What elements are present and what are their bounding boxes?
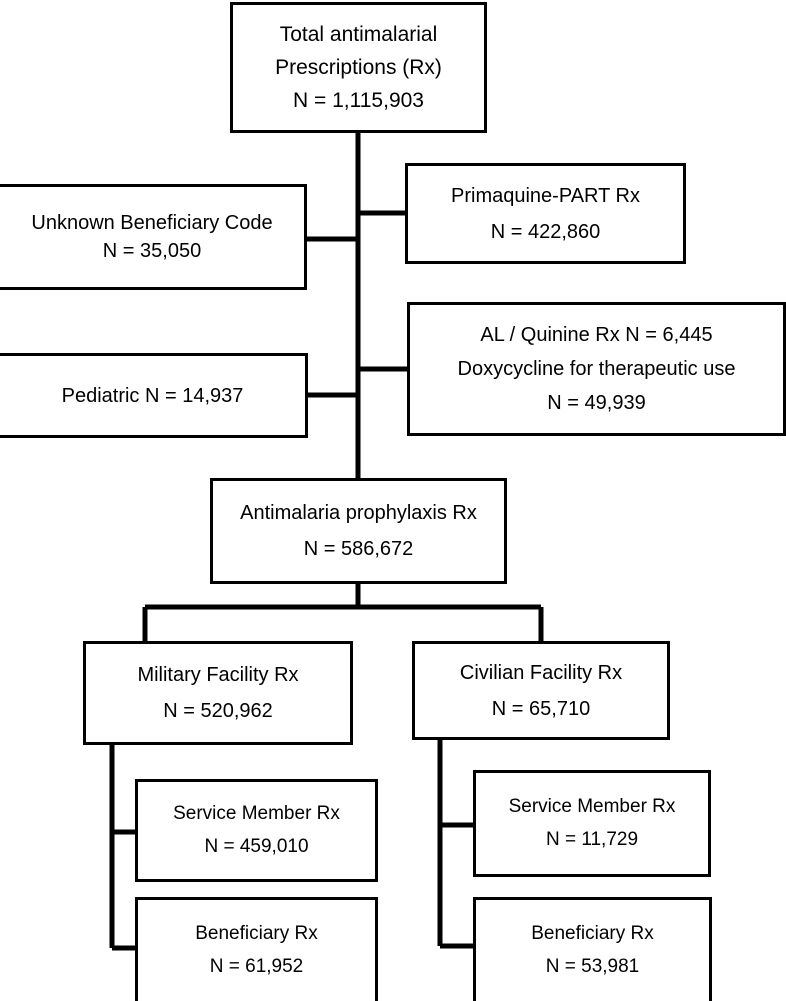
civilian-beneficiary-rx-box: Beneficiary Rx N = 53,981 [473, 897, 712, 1001]
civilian-beneficiary-label: Beneficiary Rx [531, 922, 654, 944]
military-beneficiary-rx-box: Beneficiary Rx N = 61,952 [135, 897, 378, 1001]
unknown-beneficiary-count: N = 35,050 [102, 240, 202, 262]
civilian-facility-label: Civilian Facility Rx [459, 661, 623, 684]
civilian-beneficiary-count: N = 53,981 [545, 955, 640, 977]
civilian-service-member-count: N = 11,729 [545, 828, 639, 850]
prophylaxis-count: N = 586,672 [303, 538, 414, 560]
primaquine-count: N = 422,860 [490, 220, 601, 243]
total-line-1: Total antimalarial [279, 22, 438, 46]
military-service-member-label: Service Member Rx [173, 802, 340, 824]
military-service-member-count: N = 459,010 [204, 835, 309, 857]
doxycycline-label: Doxycycline for therapeutic use [457, 358, 736, 380]
military-facility-count: N = 520,962 [163, 700, 273, 722]
total-line-2: Prescriptions (Rx) [275, 55, 442, 79]
military-beneficiary-count: N = 61,952 [209, 955, 304, 977]
pediatric-label-count: Pediatric N = 14,937 [61, 384, 244, 407]
military-facility-rx-box: Military Facility Rx N = 520,962 [83, 641, 353, 745]
unknown-beneficiary-code-box: Unknown Beneficiary Code N = 35,050 [0, 184, 307, 290]
primaquine-part-rx-box: Primaquine-PART Rx N = 422,860 [405, 163, 686, 264]
pediatric-exclusion-box: Pediatric N = 14,937 [0, 353, 308, 438]
al-quinine-doxycycline-box: AL / Quinine Rx N = 6,445 Doxycycline fo… [407, 302, 786, 436]
civilian-facility-count: N = 65,710 [491, 697, 591, 720]
civilian-service-member-label: Service Member Rx [508, 795, 676, 817]
total-antimalarial-prescriptions-box: Total antimalarial Prescriptions (Rx) N … [230, 2, 487, 133]
civilian-facility-rx-box: Civilian Facility Rx N = 65,710 [412, 641, 670, 740]
primaquine-label: Primaquine-PART Rx [451, 184, 640, 207]
military-service-member-rx-box: Service Member Rx N = 459,010 [135, 779, 378, 882]
unknown-beneficiary-label: Unknown Beneficiary Code [31, 212, 273, 234]
military-beneficiary-label: Beneficiary Rx [195, 922, 318, 944]
al-quinine-label-count: AL / Quinine Rx N = 6,445 [480, 324, 713, 346]
total-count: N = 1,115,903 [293, 89, 424, 113]
military-facility-label: Military Facility Rx [137, 664, 299, 686]
antimalaria-prophylaxis-rx-box: Antimalaria prophylaxis Rx N = 586,672 [210, 478, 507, 584]
prophylaxis-label: Antimalaria prophylaxis Rx [240, 502, 477, 524]
civilian-service-member-rx-box: Service Member Rx N = 11,729 [473, 770, 711, 877]
doxycycline-count: N = 49,939 [547, 392, 646, 414]
